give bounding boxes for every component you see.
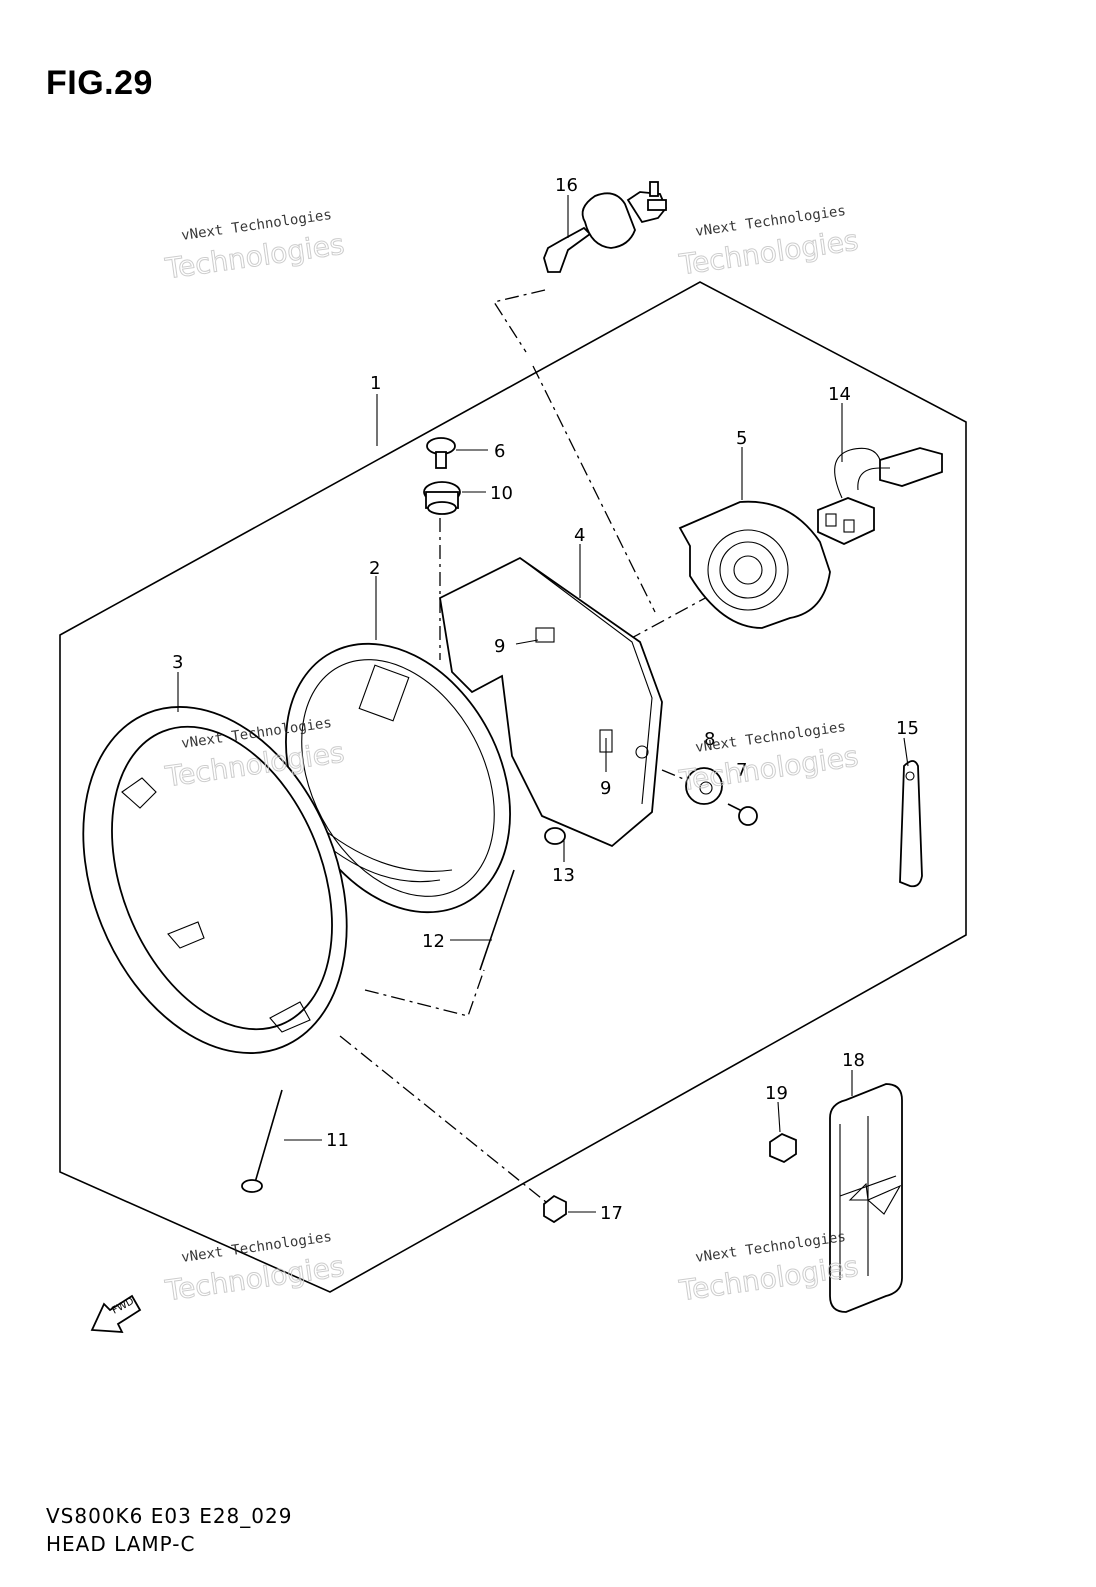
callout-1: 1 [370, 373, 381, 394]
strap-part [899, 760, 923, 888]
watermark: Technologies vNext Technologies [676, 203, 861, 282]
diagram-name: HEAD LAMP-C [46, 1532, 196, 1556]
figure-title: FIG.29 [46, 64, 153, 102]
callout-18: 18 [842, 1050, 865, 1071]
callout-11: 11 [326, 1130, 349, 1151]
watermark: Technologies vNext Technologies [162, 1229, 347, 1308]
nut-part [544, 827, 566, 845]
socket-connector-part [817, 447, 943, 545]
callout-16: 16 [555, 175, 578, 196]
small-screw-part [727, 803, 758, 826]
callout-9a: 9 [494, 636, 505, 657]
callout-15: 15 [896, 718, 919, 739]
rear-cover-part [678, 500, 831, 629]
callout-8: 8 [704, 729, 715, 750]
spring-part [479, 869, 515, 971]
callout-9b: 9 [600, 778, 611, 799]
callout-13: 13 [552, 865, 575, 886]
long-screw-part [241, 1089, 283, 1193]
callout-6: 6 [494, 441, 505, 462]
callout-numbers: 1 2 3 4 5 6 7 8 9 9 10 11 12 13 14 15 16… [172, 175, 919, 1224]
grommet-part [423, 481, 461, 515]
top-screw-part [426, 437, 456, 469]
bracket-part [439, 556, 663, 848]
adjuster-part [685, 767, 723, 805]
diagram-code: VS800K6 E03 E28_029 [46, 1504, 293, 1528]
callout-19: 19 [765, 1083, 788, 1104]
callout-10: 10 [490, 483, 513, 504]
rim-part [82, 706, 348, 1054]
reflector-part [829, 1083, 903, 1313]
watermarks: Technologies vNext Technologies Technolo… [162, 203, 861, 1308]
assembly-boundary [59, 281, 967, 1293]
reflector-nut-part [769, 1132, 797, 1164]
fwd-arrow: FWD [90, 1294, 142, 1334]
callout-4: 4 [574, 525, 585, 546]
callout-17: 17 [600, 1203, 623, 1224]
watermark: Technologies vNext Technologies [676, 719, 861, 798]
callout-2: 2 [369, 558, 380, 579]
clip-screw-part [543, 1194, 567, 1224]
callout-14: 14 [828, 384, 851, 405]
callout-5: 5 [736, 428, 747, 449]
callout-7: 7 [736, 760, 747, 781]
bulb-part [543, 181, 668, 273]
callout-12: 12 [422, 931, 445, 952]
callout-leaders [177, 195, 909, 1213]
watermark: Technologies vNext Technologies [162, 207, 347, 286]
callout-3: 3 [172, 652, 183, 673]
